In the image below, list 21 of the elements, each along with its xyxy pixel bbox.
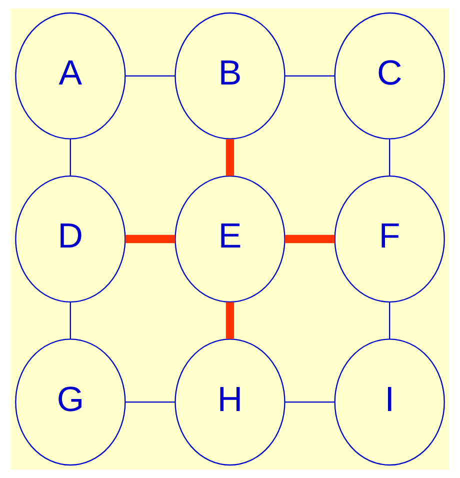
connector bbox=[284, 234, 335, 244]
connector bbox=[125, 402, 176, 403]
connector bbox=[284, 75, 335, 76]
connector bbox=[70, 302, 71, 339]
node-ellipse: F bbox=[334, 176, 445, 302]
connector bbox=[125, 234, 176, 244]
node-ellipse: D bbox=[15, 176, 126, 302]
connector bbox=[70, 139, 71, 176]
node-ellipse: E bbox=[174, 176, 286, 302]
node-ellipse: G bbox=[15, 338, 126, 466]
connector bbox=[226, 139, 234, 176]
connector bbox=[389, 139, 390, 176]
connector bbox=[125, 75, 176, 76]
connector bbox=[226, 302, 234, 339]
node-ellipse: B bbox=[174, 12, 286, 140]
node-ellipse: C bbox=[334, 12, 445, 140]
node-ellipse: I bbox=[334, 338, 445, 466]
connector bbox=[389, 302, 390, 339]
connector bbox=[284, 402, 335, 403]
node-ellipse: H bbox=[174, 338, 286, 466]
node-ellipse: A bbox=[15, 12, 126, 140]
